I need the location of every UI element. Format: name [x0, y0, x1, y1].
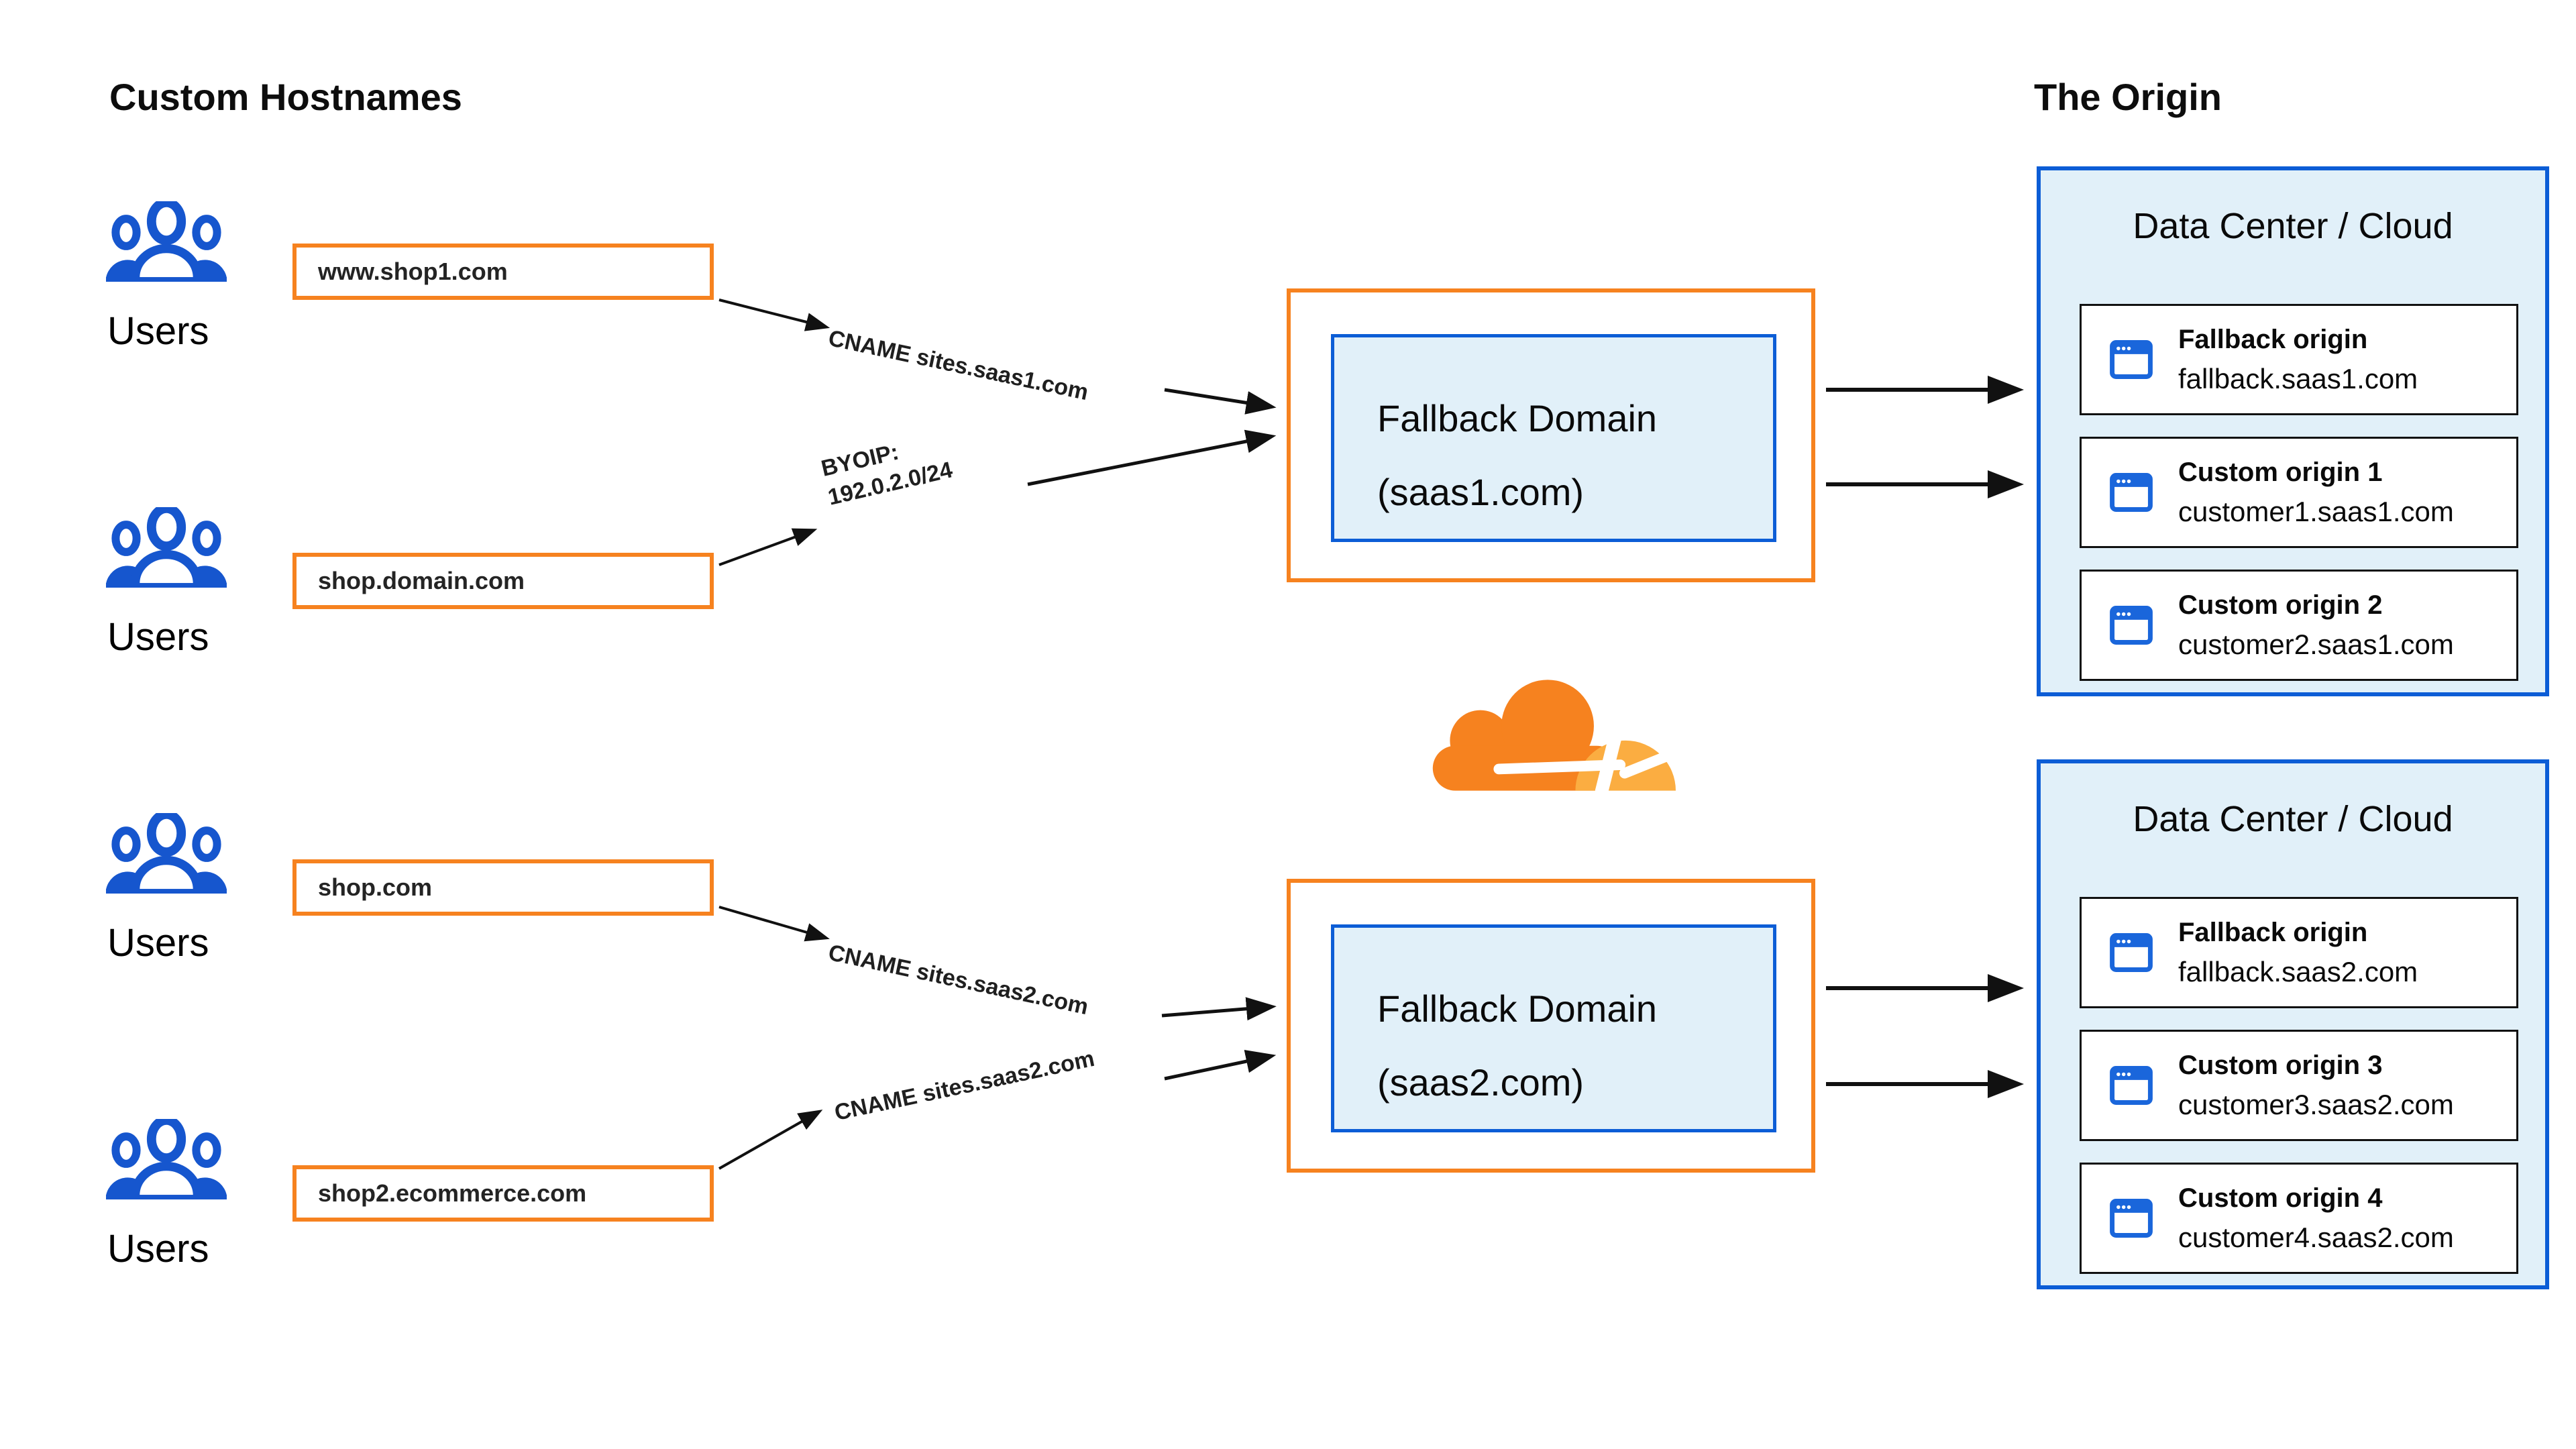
origin-name: Fallback origin — [2178, 324, 2368, 354]
hostname-text: shop.com — [318, 873, 433, 901]
origin-card-fallback-saas2: Fallback origin fallback.saas2.com — [2080, 897, 2518, 1008]
hostname-text: shop2.ecommerce.com — [318, 1179, 587, 1207]
fallback-domain-box-saas1: Fallback Domain (saas1.com) — [1287, 288, 1815, 582]
origin-name: Custom origin 4 — [2178, 1183, 2383, 1213]
origin-name: Custom origin 2 — [2178, 590, 2383, 620]
origin-name: Custom origin 3 — [2178, 1050, 2383, 1080]
hostname-box-shop-com: shop.com — [292, 859, 714, 916]
origin-card-custom4: Custom origin 4 customer4.saas2.com — [2080, 1163, 2518, 1274]
users-label: Users — [107, 921, 209, 965]
hostname-text: www.shop1.com — [318, 258, 508, 285]
hostname-text: shop.domain.com — [318, 567, 525, 594]
fallback-domain-line2: (saas2.com) — [1377, 1061, 1585, 1104]
custom-hostnames-title: Custom Hostnames — [109, 76, 462, 118]
origin-host: customer3.saas2.com — [2178, 1088, 2454, 1120]
origin-name: Custom origin 1 — [2178, 457, 2383, 487]
fallback-domain-line1: Fallback Domain — [1377, 397, 1658, 439]
origin-card-custom2: Custom origin 2 customer2.saas1.com — [2080, 570, 2518, 681]
users-label: Users — [107, 615, 209, 659]
origin-host: customer4.saas2.com — [2178, 1221, 2454, 1253]
fallback-domain-line2: (saas1.com) — [1377, 471, 1585, 513]
users-label: Users — [107, 1227, 209, 1271]
data-center-title: Data Center / Cloud — [2133, 799, 2453, 839]
fallback-domain-line1: Fallback Domain — [1377, 987, 1658, 1030]
fallback-domain-inner: Fallback Domain (saas2.com) — [1331, 924, 1776, 1132]
origin-host: fallback.saas1.com — [2178, 362, 2418, 394]
data-center-box-2: Data Center / Cloud Fallback origin fall… — [2037, 759, 2549, 1289]
the-origin-title: The Origin — [2034, 76, 2222, 118]
data-center-title: Data Center / Cloud — [2133, 206, 2453, 246]
users-label: Users — [107, 309, 209, 353]
origin-host: fallback.saas2.com — [2178, 955, 2418, 987]
origin-host: customer1.saas1.com — [2178, 495, 2454, 527]
origin-card-custom1: Custom origin 1 customer1.saas1.com — [2080, 437, 2518, 548]
data-center-box-1: Data Center / Cloud Fallback origin fall… — [2037, 166, 2549, 696]
hostname-box-shop1: www.shop1.com — [292, 244, 714, 300]
origin-card-custom3: Custom origin 3 customer3.saas2.com — [2080, 1030, 2518, 1141]
cloudflare-logo — [1432, 680, 1676, 791]
fallback-domain-inner: Fallback Domain (saas1.com) — [1331, 334, 1776, 542]
hostname-box-shop2-ecommerce: shop2.ecommerce.com — [292, 1165, 714, 1222]
hostname-box-shop-domain: shop.domain.com — [292, 553, 714, 609]
fallback-domain-box-saas2: Fallback Domain (saas2.com) — [1287, 879, 1815, 1173]
origin-card-fallback-saas1: Fallback origin fallback.saas1.com — [2080, 304, 2518, 415]
origin-host: customer2.saas1.com — [2178, 628, 2454, 660]
origin-name: Fallback origin — [2178, 917, 2368, 947]
